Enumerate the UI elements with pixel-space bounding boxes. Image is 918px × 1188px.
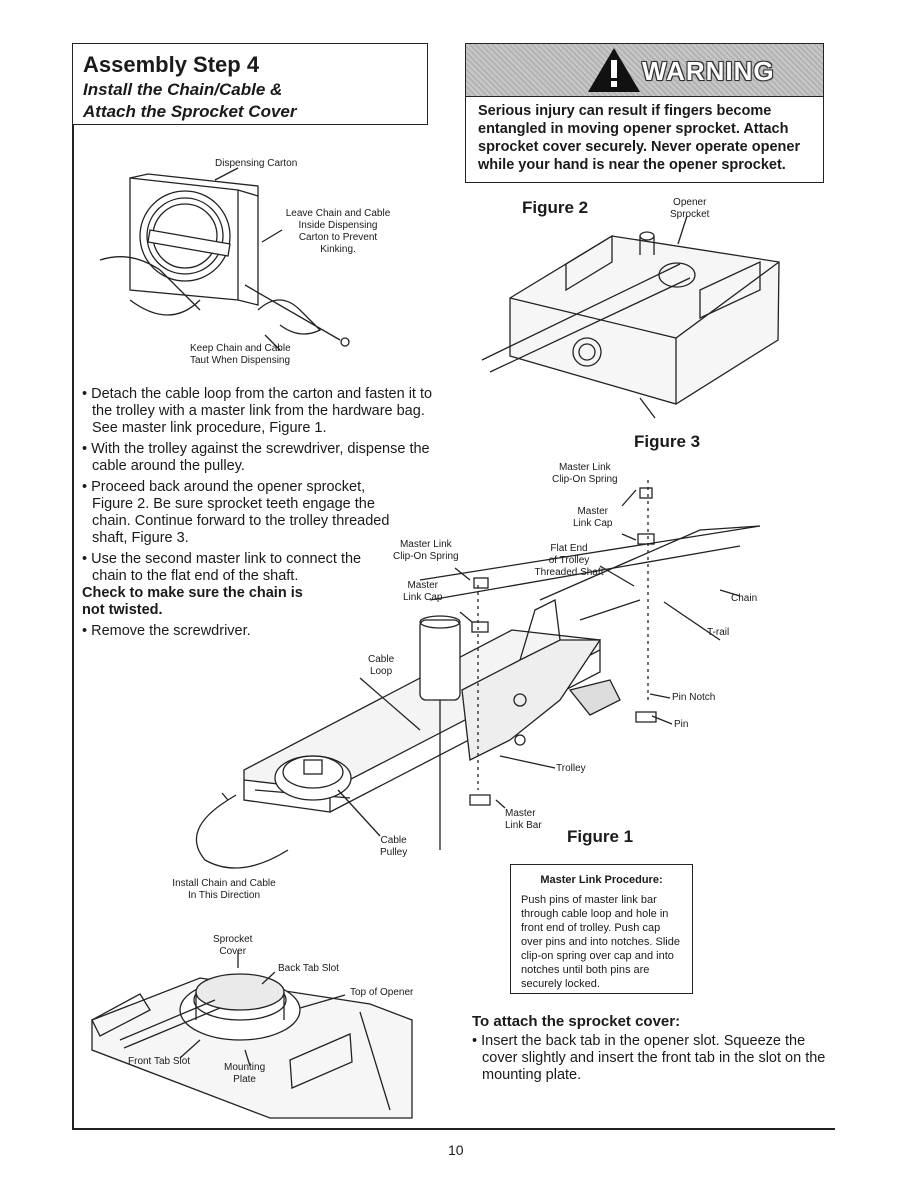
- label-opener-line1: Opener: [673, 197, 707, 208]
- fig1-label-pin: Pin: [674, 719, 689, 730]
- fig1-cap-line1: Master: [407, 580, 439, 591]
- figure3-title: Figure 3: [634, 432, 701, 451]
- fig3-flat-line3: Threaded Shaft: [534, 567, 604, 578]
- warning-triangle-icon: [588, 48, 640, 92]
- step-subtitle-line1: Install the Chain/Cable &: [83, 80, 283, 99]
- instruction-bold-line1: Check to make sure the chain is: [82, 585, 303, 601]
- dispensing-carton-illustration: [99, 167, 350, 351]
- step-title: Assembly Step 4: [83, 52, 260, 77]
- fig1-loop-line2: Loop: [369, 666, 393, 677]
- label-back-tab-slot: Back Tab Slot: [278, 963, 339, 974]
- fig1-label-pin-notch: Pin Notch: [672, 692, 716, 703]
- fig3-label-flat-end: Flat End of Trolley Threaded Shaft: [530, 543, 608, 579]
- step-header: Assembly Step 4 Install the Chain/Cable …: [72, 43, 428, 125]
- label-front-tab-slot: Front Tab Slot: [128, 1056, 191, 1067]
- fig3-label-chain: Chain: [731, 593, 758, 604]
- bottom-border-rule: [72, 1128, 835, 1130]
- label-leave-line3: Carton to Prevent Kinking.: [298, 232, 378, 255]
- fig1-label-trolley: Trolley: [556, 763, 586, 774]
- fig3-label-link-cap: Master Link Cap: [573, 506, 612, 530]
- fig3-clip-line2: Clip-On Spring: [552, 474, 618, 485]
- instruction-list: • Detach the cable loop from the carton …: [82, 386, 442, 644]
- instruction-bold-line2: not twisted.: [82, 602, 163, 618]
- fig1-label-cable-loop: Cable Loop: [368, 654, 394, 678]
- fig1-direction-line2: In This Direction: [187, 890, 261, 901]
- instruction-item: • Detach the cable loop from the carton …: [82, 386, 433, 436]
- label-keep-line1: Keep Chain and Cable: [190, 343, 291, 354]
- fig1-clip-line1: Master Link: [399, 539, 452, 550]
- left-border-rule: [72, 124, 74, 1130]
- label-opener-line2: Sprocket: [670, 209, 710, 220]
- fig1-direction-line1: Install Chain and Cable: [172, 878, 276, 889]
- mounting-line1: Mounting: [224, 1062, 266, 1073]
- label-leave-chain: Leave Chain and Cable Inside Dispensing …: [282, 208, 394, 256]
- warning-text: Serious injury can result if fingers bec…: [478, 103, 801, 173]
- fig3-label-clip-spring: Master Link Clip-On Spring: [552, 462, 618, 486]
- label-opener-sprocket: Opener Sprocket: [670, 197, 709, 221]
- warning-banner: WARNING: [466, 44, 823, 97]
- master-link-procedure-box: Master Link Procedure: Push pins of mast…: [510, 864, 693, 994]
- fig3-flat-line2: of Trolley: [548, 555, 590, 566]
- label-keep-line2: Taut When Dispensing: [190, 355, 291, 366]
- fig3-cap-line2: Link Cap: [573, 518, 613, 529]
- fig1-pulley-line2: Pulley: [380, 847, 408, 858]
- procedure-title: Master Link Procedure:: [540, 874, 663, 886]
- instruction-item: • Proceed back around the opener sprocke…: [82, 479, 390, 546]
- cover-heading: To attach the sprocket cover:: [472, 1013, 681, 1030]
- fig1-clip-line2: Clip-On Spring: [393, 551, 459, 562]
- label-sprocket-cover: Sprocket Cover: [213, 934, 252, 958]
- instruction-item: • With the trolley against the screwdriv…: [82, 441, 430, 474]
- rail-trolley-illustration: [195, 480, 761, 869]
- page-number: 10: [448, 1142, 464, 1158]
- fig1-cap-line2: Link Cap: [403, 592, 443, 603]
- cover-label-line1: Sprocket: [213, 934, 253, 945]
- fig1-label-direction: Install Chain and Cable In This Directio…: [168, 878, 280, 902]
- figure1-title: Figure 1: [567, 827, 634, 846]
- instruction-item: • Use the second master link to connect …: [82, 551, 362, 584]
- figure2-opener-illustration: [481, 215, 780, 419]
- fig1-label-link-bar: Master Link Bar: [505, 808, 542, 832]
- instruction-bold: Check to make sure the chain is not twis…: [82, 585, 442, 619]
- warning-word: WARNING: [642, 56, 775, 86]
- label-leave-line2: Inside Dispensing: [298, 220, 378, 231]
- warning-box: WARNING Serious injury can result if fin…: [465, 43, 824, 183]
- label-mounting-plate: Mounting Plate: [224, 1062, 265, 1086]
- fig1-bar-line2: Link Bar: [505, 820, 542, 831]
- fig3-label-trail: T-rail: [707, 627, 730, 638]
- procedure-text: Push pins of master link bar through cab…: [521, 894, 680, 990]
- label-leave-line1: Leave Chain and Cable: [285, 208, 391, 219]
- fig1-label-clip-spring: Master Link Clip-On Spring: [393, 539, 459, 563]
- fig3-cap-line1: Master: [577, 506, 609, 517]
- fig1-label-link-cap: Master Link Cap: [403, 580, 442, 604]
- fig1-label-cable-pulley: Cable Pulley: [380, 835, 407, 859]
- instruction-item: • Remove the screwdriver.: [82, 623, 251, 639]
- figure2-title: Figure 2: [522, 198, 589, 217]
- fig3-clip-line1: Master Link: [558, 462, 611, 473]
- label-top-of-opener: Top of Opener: [350, 987, 414, 998]
- fig1-pulley-line1: Cable: [380, 835, 407, 846]
- cover-label-line2: Cover: [219, 946, 247, 957]
- fig1-bar-line1: Master: [505, 808, 536, 819]
- label-dispensing-carton: Dispensing Carton: [215, 158, 298, 169]
- cover-instruction-text: • Insert the back tab in the opener slot…: [472, 1033, 826, 1083]
- mounting-line2: Plate: [233, 1074, 256, 1085]
- step-subtitle-line2: Attach the Sprocket Cover: [83, 102, 297, 121]
- sprocket-cover-illustration: [91, 950, 413, 1119]
- fig3-flat-line1: Flat End: [550, 543, 588, 554]
- fig1-loop-line1: Cable: [368, 654, 395, 665]
- label-keep-chain: Keep Chain and Cable Taut When Dispensin…: [190, 343, 291, 367]
